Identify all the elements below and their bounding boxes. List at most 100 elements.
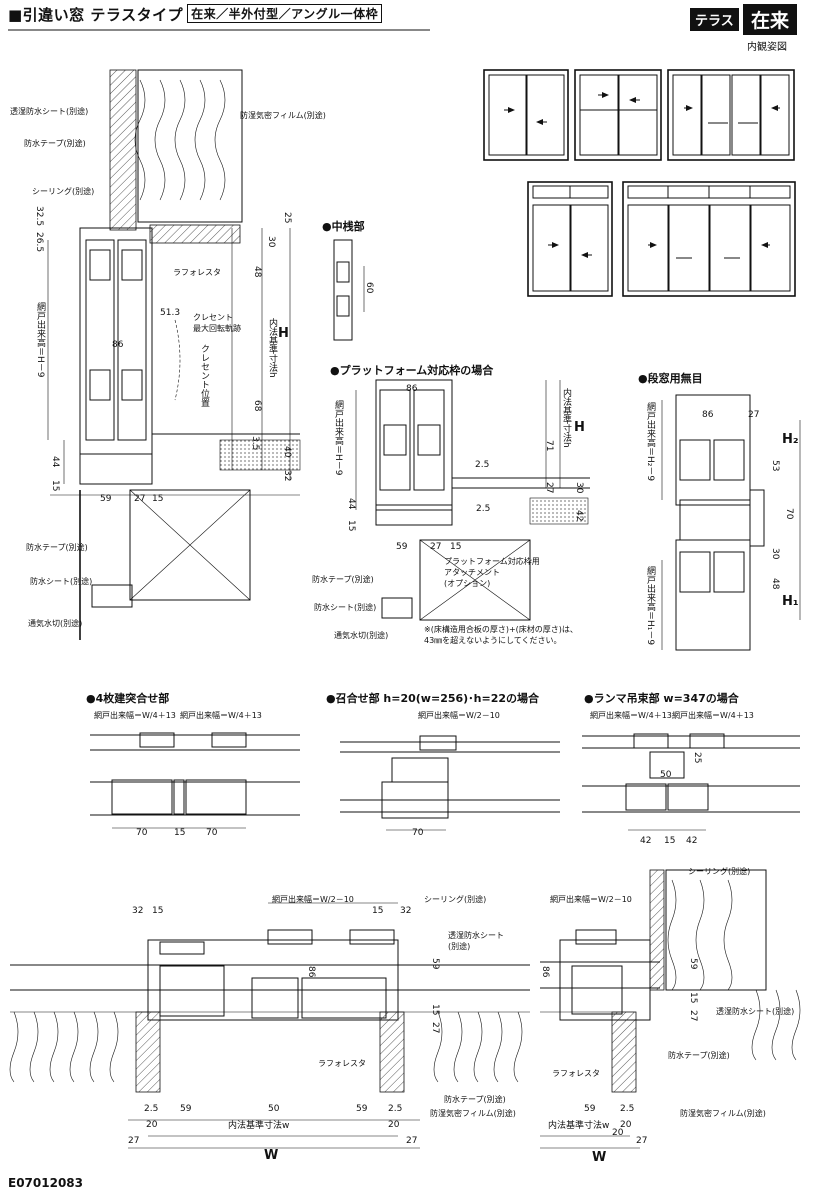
- plan-side-dim-86: 86: [540, 966, 550, 978]
- label-waterproof-tape: 防水テープ(別途): [26, 543, 88, 552]
- subtitle-box: 在来／半外付型／アングル一体枠: [187, 4, 383, 23]
- transom-dim-42a: 42: [640, 836, 652, 846]
- mullion-drawing: [333, 239, 365, 341]
- plan-side-drawing: [540, 869, 801, 1149]
- transom-width-b: 網戸出来幅＝W/4＋13: [672, 711, 754, 720]
- four-panel-drawing: [90, 732, 300, 829]
- plan-main-dim-15c: 15: [430, 1004, 440, 1016]
- plan-main-dim-50: 50: [268, 1104, 280, 1114]
- label-vent-drip: 通気水切(別途): [28, 619, 83, 628]
- label-crescent: クレセント 最大回転軌跡: [193, 313, 241, 333]
- badge-zairai: 在来: [743, 4, 798, 35]
- title-text: ■引違い窓 テラスタイプ: [8, 6, 184, 24]
- label-platform-screen-height: 網戸出来高＝H－9: [333, 400, 343, 476]
- plan-side-dim-15: 15: [688, 992, 698, 1004]
- document-code: E07012083: [8, 1176, 83, 1190]
- plan-side-dim-59b: 59: [584, 1104, 596, 1114]
- plan-main-dim-27: 27: [430, 1022, 440, 1034]
- plan-side-dim-20a: 20: [620, 1120, 632, 1130]
- section-title-transom: ●ランマ吊束部 w=347の場合: [584, 692, 739, 705]
- plan-side-dim-2-5: 2.5: [620, 1104, 635, 1114]
- dim-86: 86: [112, 340, 124, 350]
- transom-dim-25: 25: [692, 752, 702, 764]
- dim-3-5: 3.5: [250, 436, 260, 451]
- plan-side-dim-W: W: [592, 1150, 607, 1165]
- four-panel-dim-70b: 70: [206, 828, 218, 838]
- four-panel-width-b: 網戸出来幅＝W/4＋13: [180, 711, 262, 720]
- label-waterproof-sheet: 防水シート(別途): [30, 577, 93, 586]
- plan-main-dim-59a: 59: [180, 1104, 192, 1114]
- plan-main-inner-std: 内法基準寸法w: [228, 1121, 290, 1131]
- platform-dim-15b: 15: [450, 542, 462, 552]
- platform-dim-42: 42: [574, 510, 584, 522]
- section-title-platform: ●プラットフォーム対応枠の場合: [330, 364, 494, 377]
- platform-dim-71: 71: [544, 440, 554, 452]
- view-label: 内観姿図: [747, 42, 787, 53]
- platform-dim-27b: 27: [430, 542, 442, 552]
- platform-drawing: [355, 379, 590, 621]
- dim-68: 68: [252, 400, 262, 412]
- plan-side-laforesta: ラフォレスタ: [552, 1069, 600, 1078]
- platform-dim-59: 59: [396, 542, 408, 552]
- plan-main-laforesta: ラフォレスタ: [318, 1059, 366, 1068]
- plan-main-tape: 防水テープ(別途): [444, 1095, 506, 1104]
- meeting-dim-70: 70: [412, 828, 424, 838]
- platform-dim-86: 86: [406, 384, 418, 394]
- main-section-drawing: [47, 69, 301, 640]
- plan-side-tape: 防水テープ(別途): [668, 1051, 730, 1060]
- dim-15-b: 15: [152, 494, 164, 504]
- plan-side-dim-20b: 20: [612, 1128, 624, 1138]
- plan-main-dim-15b: 15: [372, 906, 384, 916]
- plan-main-film: 防湿気密フィルム(別途): [430, 1109, 516, 1118]
- label-waterproof-tape-top: 防水テープ(別途): [24, 139, 86, 148]
- label-laforesta: ラフォレスタ: [173, 268, 221, 277]
- elevation-4panel: [667, 69, 795, 161]
- label-platform-tape: 防水テープ(別途): [312, 575, 374, 584]
- platform-note: ※(床構造用合板の厚さ)+(床材の厚さ)は、 43㎜を超えないようにしてください…: [424, 625, 578, 645]
- plan-main-dim-W: W: [264, 1148, 279, 1163]
- transom-dim-42b: 42: [686, 836, 698, 846]
- plan-side-moisture-sheet: 透湿防水シート(別途): [716, 1007, 795, 1016]
- plan-main-dim-59: 59: [430, 958, 440, 970]
- plan-main-dim-20a: 20: [146, 1120, 158, 1130]
- platform-dim-2-5a: 2.5: [475, 460, 490, 470]
- plan-main-dim-59b: 59: [356, 1104, 368, 1114]
- label-platform-sheet: 防水シート(別途): [314, 603, 377, 612]
- section-title-four-panel: ●4枚建突合せ部: [86, 692, 170, 705]
- plan-main-dim-2-5a: 2.5: [144, 1104, 159, 1114]
- four-panel-width-a: 網戸出来幅＝W/4＋13: [94, 711, 176, 720]
- section-title-stepped: ●段窓用無目: [638, 372, 703, 385]
- plan-main-dim-27a: 27: [128, 1136, 140, 1146]
- stepped-dim-70: 70: [784, 508, 794, 520]
- meeting-width: 網戸出来幅＝W/2－10: [418, 711, 500, 720]
- elevation-2panel-mullion: [574, 69, 662, 161]
- stepped-dim-30: 30: [770, 548, 780, 560]
- plan-main-drawing: [9, 902, 530, 1149]
- label-screen-h1: 網戸出来高＝H₁－9: [645, 566, 655, 646]
- label-screen-h2: 網戸出来高＝H₂－9: [645, 402, 655, 482]
- plan-main-dim-15a: 15: [152, 906, 164, 916]
- four-panel-dim-15: 15: [174, 828, 186, 838]
- stepped-dim-48: 48: [770, 578, 780, 590]
- dim-48: 48: [252, 266, 262, 278]
- badge-terrace: テラス: [690, 8, 739, 31]
- plan-side-film: 防湿気密フィルム(別途): [680, 1109, 766, 1118]
- label-platform-drip: 通気水切(別途): [334, 631, 389, 640]
- section-title-meeting: ●召合せ部 h=20(w=256)･h=22の場合: [326, 692, 540, 705]
- dim-26-5: 26.5: [34, 232, 44, 253]
- dim-25: 25: [282, 212, 292, 224]
- plan-side-dim-27: 27: [688, 1010, 698, 1022]
- plan-side-inner-std: 内法基準寸法w: [548, 1121, 610, 1131]
- plan-side-dim-59: 59: [688, 958, 698, 970]
- platform-dim-44: 44: [346, 498, 356, 510]
- transom-dim-15: 15: [664, 836, 676, 846]
- transom-width-a: 網戸出来幅＝W/4＋13: [590, 711, 672, 720]
- dim-mullion-60: 60: [364, 282, 374, 294]
- elevation-transom-4panel: [622, 181, 796, 297]
- label-screen-height: 網戸出来高＝H－9: [35, 302, 45, 378]
- dim-30: 30: [266, 236, 276, 248]
- platform-dim-2-5b: 2.5: [476, 504, 491, 514]
- plan-main-dim-32b: 32: [400, 906, 412, 916]
- dim-15-a: 15: [50, 480, 60, 492]
